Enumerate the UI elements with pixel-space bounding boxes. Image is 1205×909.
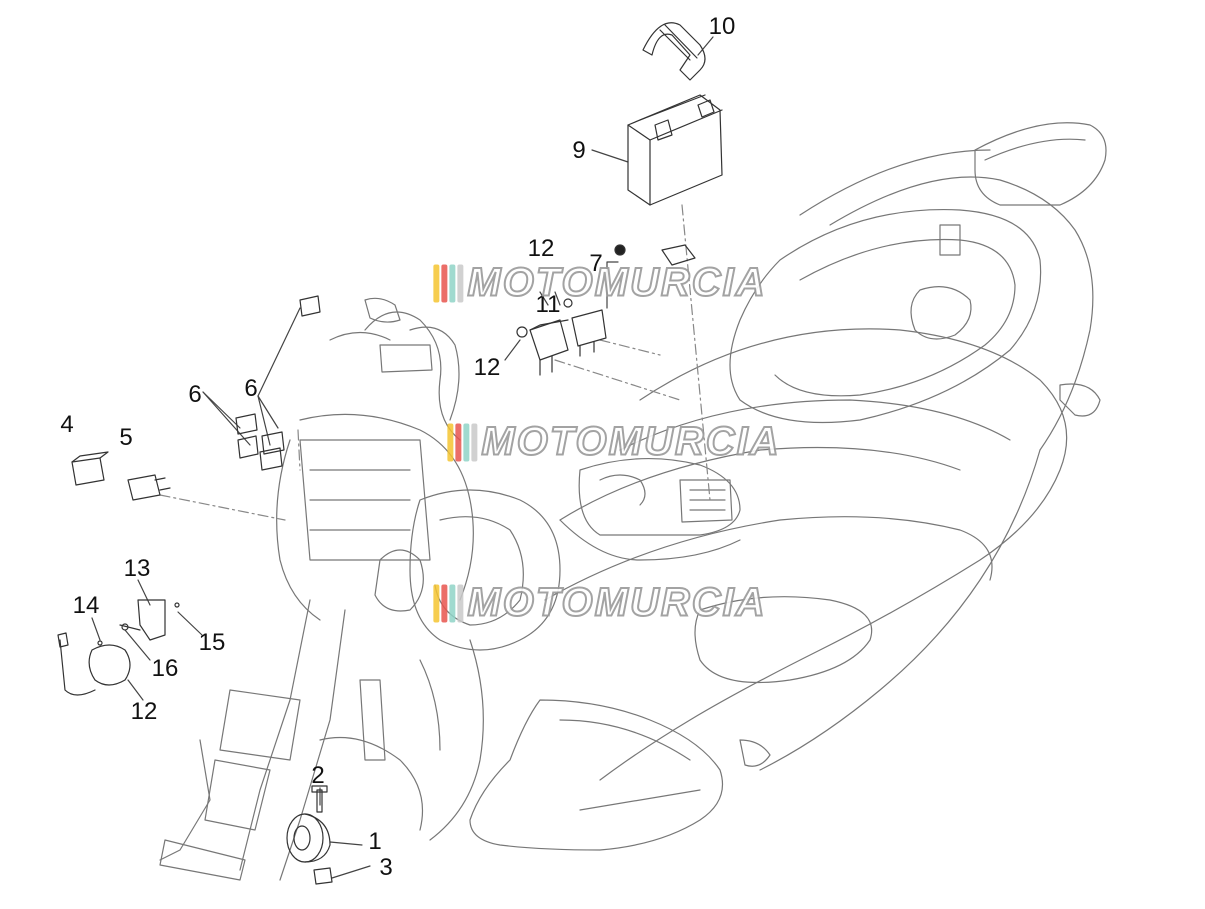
watermark-stripes-icon — [433, 584, 464, 622]
part-label-10: 10 — [708, 13, 736, 40]
watermark-stripes-icon — [433, 264, 464, 302]
horn-assembly — [286, 785, 333, 885]
part-label-12b: 12 — [473, 354, 501, 381]
part-label-15: 14 — [72, 592, 100, 619]
watermark-text: MOTOMURCIA — [466, 580, 767, 626]
watermark-logo-bottom: MOTOMURCIA — [433, 580, 767, 626]
siren-assembly — [57, 599, 180, 696]
part-label-14: 13 — [123, 555, 151, 582]
watermark-logo-middle: MOTOMURCIA — [447, 419, 781, 465]
fuse-blocks — [71, 295, 321, 501]
scooter-body — [159, 122, 1107, 881]
part-label-1: 1 — [368, 828, 382, 855]
relays — [516, 244, 696, 376]
part-label-17: 16 — [151, 655, 179, 682]
part-label-4: 4 — [60, 411, 74, 438]
part-label-16: 15 — [198, 629, 226, 656]
battery — [627, 94, 723, 206]
part-label-6b: 6 — [244, 375, 258, 402]
part-label-5: 5 — [119, 424, 133, 451]
part-label-13: 12 — [130, 698, 158, 725]
part-label-3: 3 — [379, 854, 393, 881]
watermark-text: MOTOMURCIA — [480, 419, 781, 465]
part-label-11: 11 — [535, 291, 561, 318]
part-label-6a: 6 — [188, 381, 202, 408]
part-label-12a: 12 — [527, 235, 555, 262]
leader-lines — [159, 204, 711, 521]
battery-strap — [642, 22, 706, 81]
part-label-7: 7 — [589, 250, 603, 277]
watermark-text: MOTOMURCIA — [466, 260, 767, 306]
part-label-9: 9 — [572, 137, 586, 164]
callout-lines — [91, 36, 714, 879]
watermark-logo-top: MOTOMURCIA — [433, 260, 767, 306]
watermark-stripes-icon — [447, 423, 478, 461]
part-label-2: 2 — [311, 762, 325, 789]
